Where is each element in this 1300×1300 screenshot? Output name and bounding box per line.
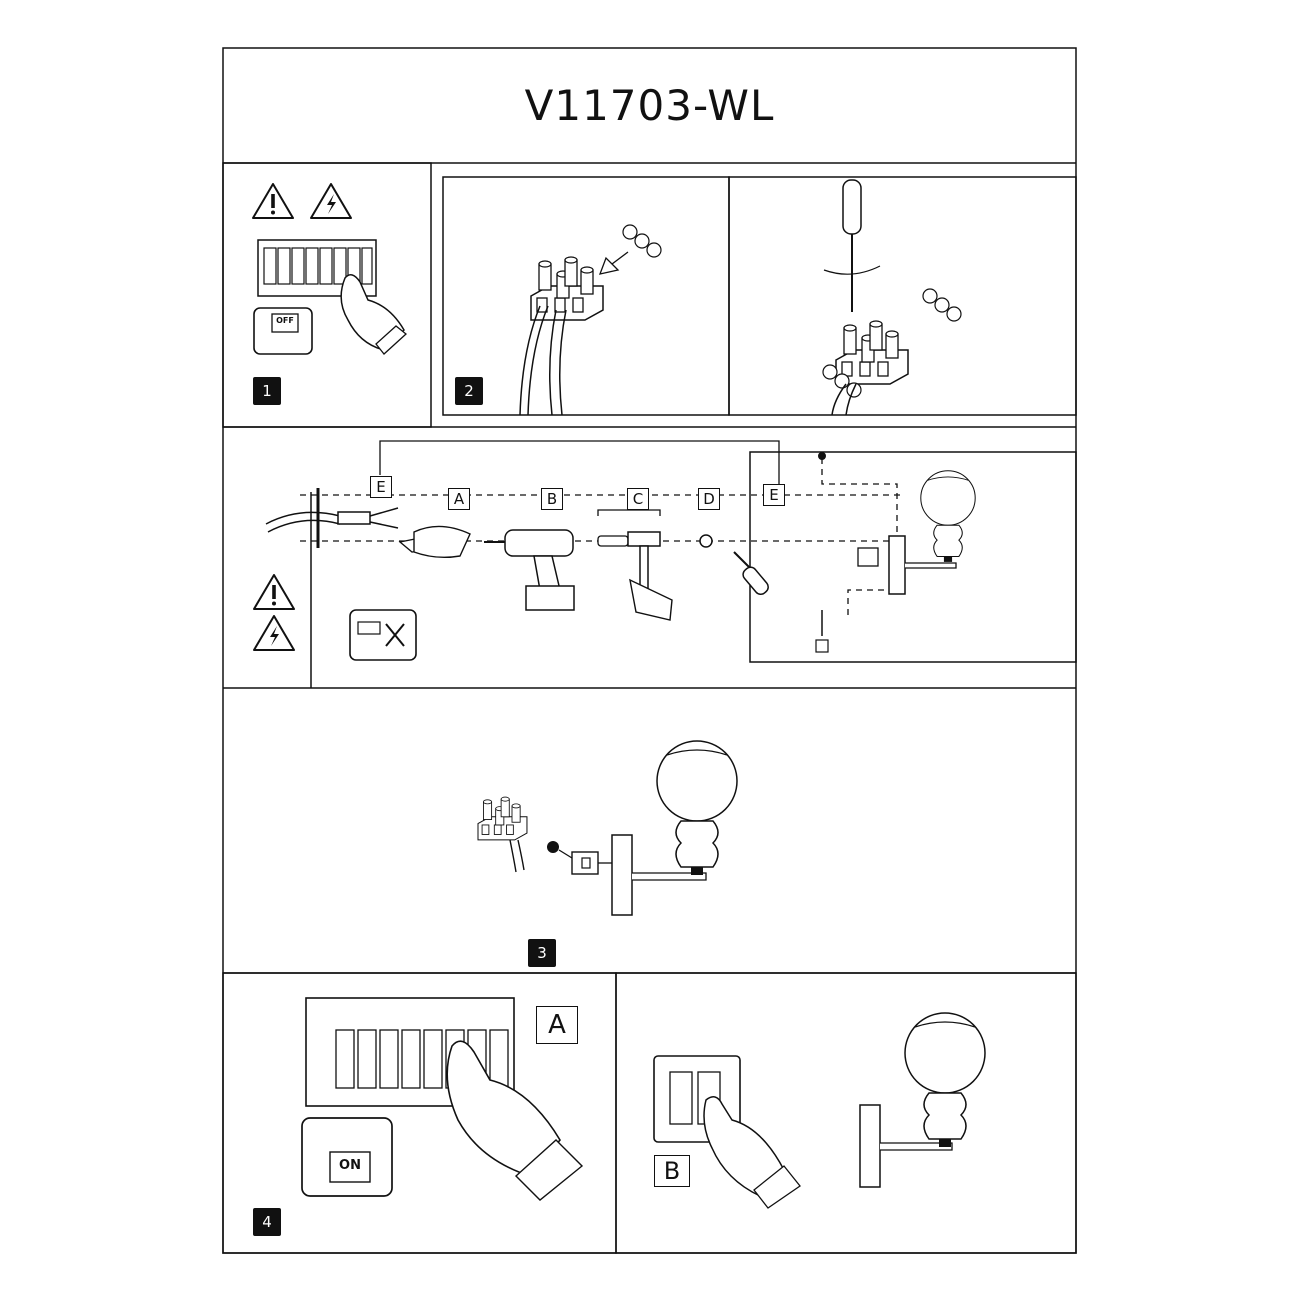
step-badge-1: 1 [253, 377, 281, 405]
drill-icon [484, 529, 575, 611]
connection-dot [547, 841, 559, 853]
tag-b: B [541, 488, 563, 510]
tag-step4-a: A [536, 1006, 578, 1044]
step2b-panel [728, 176, 1077, 416]
step3-connector-box [571, 851, 599, 875]
model-title: V11703-WL [524, 81, 775, 130]
tag-e-right: E [763, 484, 785, 506]
switch-on-icon [301, 1117, 393, 1197]
l-earth-n-markers [622, 224, 662, 258]
cables-icon [519, 305, 567, 416]
switch-off-icon [253, 307, 313, 355]
screwdriver-icon [823, 179, 881, 312]
insert-arrow [598, 251, 629, 275]
inset-screw-icon [815, 452, 829, 653]
wall-cable-icon [265, 507, 399, 533]
breaker-panel-icon [257, 239, 377, 297]
tag-step4-b: B [654, 1155, 690, 1187]
inset-wall-plate-icon [857, 535, 957, 595]
pencil-marking-icon [398, 525, 471, 559]
tag-a: A [448, 488, 470, 510]
mounted-lamp-inset [749, 451, 1077, 663]
tag-e-left: E [370, 476, 392, 498]
step-badge-3: 3 [528, 939, 556, 967]
no-drill-near-cables-icon [349, 609, 417, 661]
hand-pressing-large-icon [446, 1040, 584, 1201]
tag-d: D [698, 488, 720, 510]
hand-pressing-icon [340, 274, 408, 355]
electric-shock-icon-row [253, 615, 295, 651]
warning-icon [252, 183, 294, 219]
terminal-block-tightened-icon [835, 320, 909, 385]
tag-c: C [627, 488, 649, 510]
hand-switching-icon [703, 1096, 801, 1209]
step3-wall-plate-icon [598, 834, 707, 916]
step3-terminal-block-icon [477, 796, 528, 841]
step-badge-4: 4 [253, 1208, 281, 1236]
switch-on-label: ON [339, 1158, 361, 1173]
step4b-globe-lamp-icon [904, 1012, 986, 1148]
terminal-block-icon [530, 256, 604, 321]
screw-and-screwdriver-icon [699, 534, 769, 596]
warning-icon-row [253, 574, 295, 610]
switch-off-label: OFF [276, 316, 294, 325]
electric-shock-icon [310, 183, 352, 219]
step-badge-2: 2 [455, 377, 483, 405]
step3-globe-lamp-icon [656, 740, 738, 876]
l-earth-n-markers-top [922, 288, 962, 322]
hammer-icon [627, 531, 673, 621]
step4b-wall-plate-icon [859, 1104, 953, 1188]
step4b-panel [615, 972, 1077, 1254]
e-bracket-line [379, 440, 780, 484]
inset-globe-lamp-icon [920, 470, 976, 563]
